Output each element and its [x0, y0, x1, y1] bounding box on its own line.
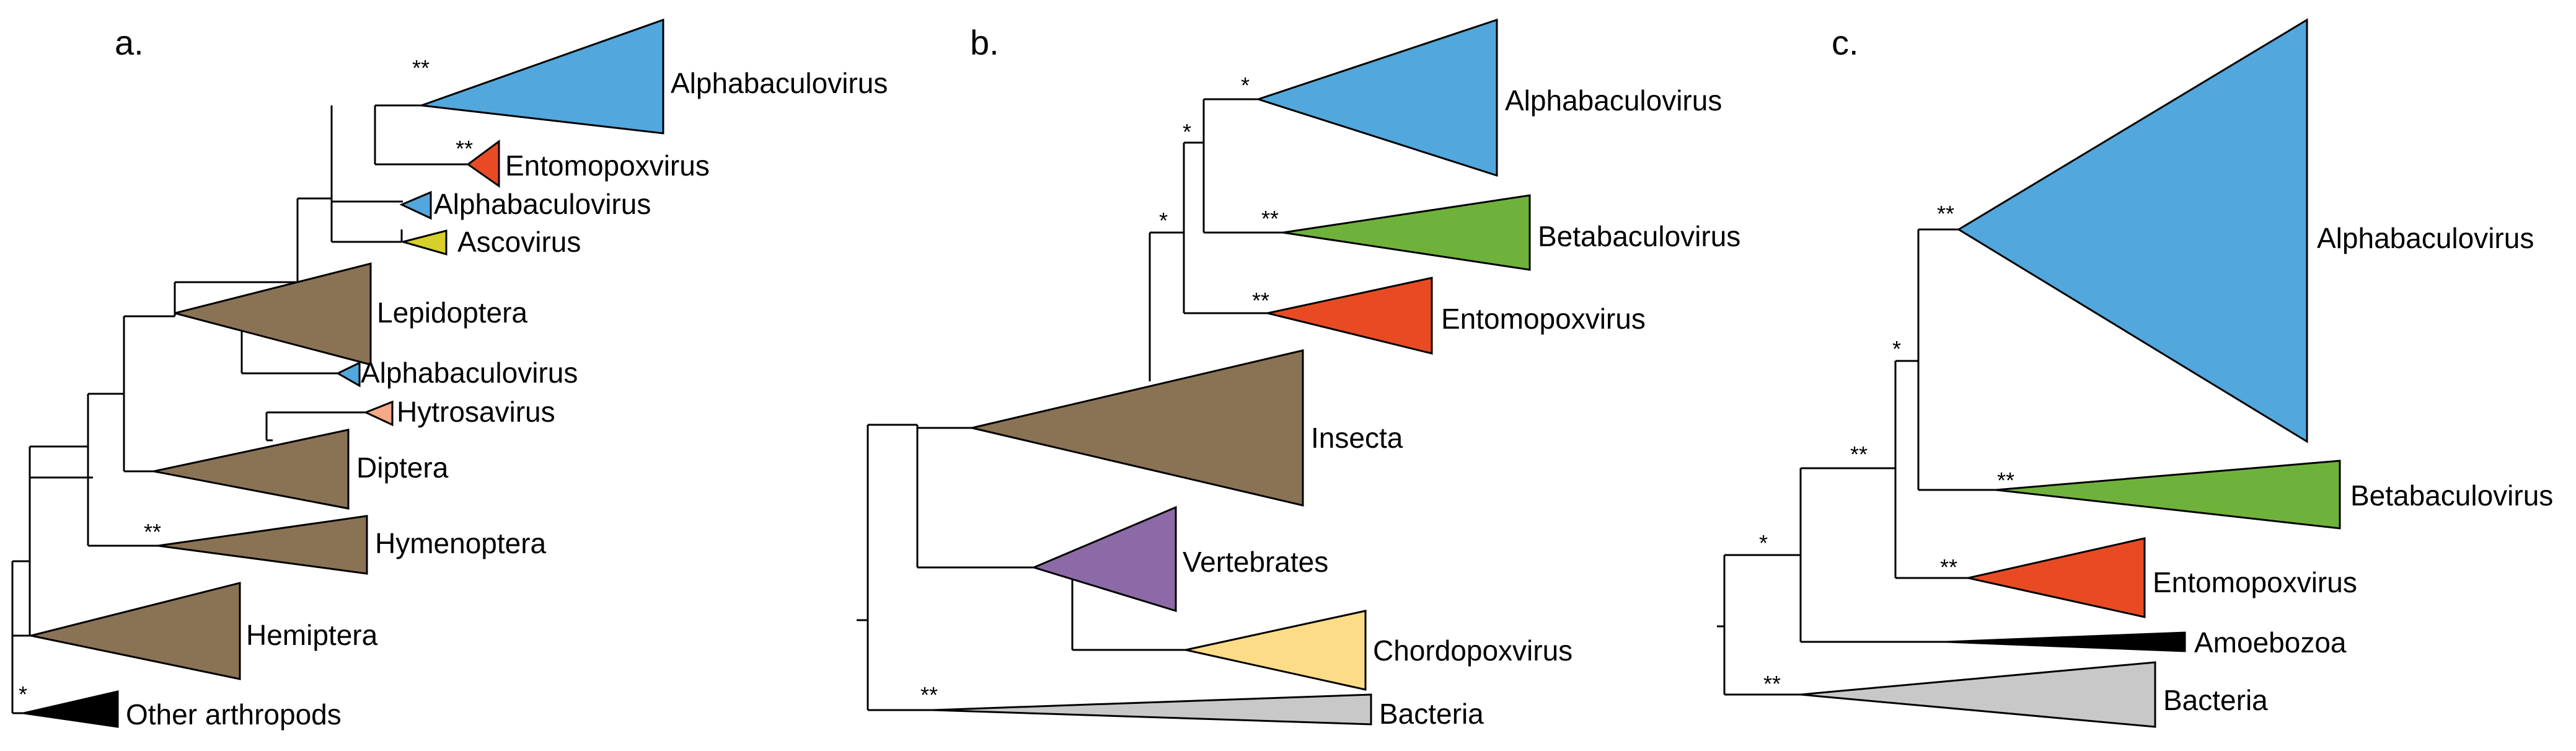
panel-c-support-node-3: * [1759, 530, 1768, 556]
panel-b-label-alphabaculovirus: Alphabaculovirus [1505, 84, 1722, 117]
panel-b-label: b. [970, 23, 999, 62]
panel-c-label-amoebozoa: Amoebozoa [2194, 626, 2347, 659]
panel-c-clade-betabaculovirus [1995, 460, 2341, 530]
panel-b-clade-vertebrates [1031, 505, 1177, 613]
panel-c-clade-amoebozoa [1946, 631, 2186, 652]
panel-a-label-hymenoptera: Hymenoptera [375, 527, 547, 559]
panel-b-label-chordopoxvirus: Chordopoxvirus [1373, 634, 1573, 667]
panel-b-branches [857, 98, 1283, 711]
panel-b-label-vertebrates: Vertebrates [1183, 546, 1328, 578]
panel-a-label-alphabaculovirus-1: Alphabaculovirus [671, 67, 888, 99]
panel-a-support-entomopoxvirus: ** [456, 136, 473, 161]
panel-a: a. ** ** ** * Alphabaculovirus Entomopox… [11, 18, 888, 731]
panel-b-label-bacteria: Bacteria [1379, 698, 1484, 730]
panel-a-support-alphabaculovirus: ** [412, 55, 430, 81]
panel-c-support-entomopoxvirus: ** [1940, 554, 1957, 580]
panel-c-support-node-1: * [1892, 336, 1901, 362]
panel-a-clade-alphabaculovirus-2 [399, 190, 432, 220]
panel-c-label-alphabaculovirus: Alphabaculovirus [2317, 222, 2534, 254]
panel-c: c. ** * ** * ** ** ** Alphabaculovirus B… [1717, 18, 2553, 728]
panel-b-clade-insecta [971, 349, 1304, 507]
panel-b-label-betabaculovirus: Betabaculovirus [1538, 220, 1740, 252]
panel-b-clade-bacteria [932, 693, 1372, 726]
panel-a-label-lepidoptera: Lepidoptera [377, 296, 527, 329]
panel-a-clade-hytrosavirus [363, 400, 394, 427]
panel-c-clade-entomopoxvirus [1967, 537, 2146, 618]
panel-b-clade-entomopoxvirus [1267, 277, 1433, 355]
panel-b-support-node-1: * [1183, 119, 1191, 144]
panel-c-label-bacteria: Bacteria [2163, 684, 2268, 716]
panel-a-label: a. [115, 23, 144, 62]
panel-b-support-bacteria: ** [920, 682, 938, 708]
panel-b-support-alphabaculovirus: * [1241, 73, 1250, 98]
panel-a-clade-entomopoxvirus [466, 140, 500, 188]
panel-c-label-betabaculovirus: Betabaculovirus [2350, 479, 2553, 512]
panel-a-clade-lepidoptera [174, 262, 372, 366]
panel-c-support-node-2: ** [1850, 442, 1868, 467]
panel-a-label-hytrosavirus: Hytrosavirus [397, 396, 555, 428]
panel-a-clade-alphabaculovirus-3 [335, 361, 361, 388]
panel-b-clade-alphabaculovirus [1255, 18, 1498, 177]
panel-c-support-bacteria: ** [1763, 671, 1781, 696]
panel-a-clade-diptera [153, 429, 350, 510]
panel-c-support-betabaculovirus: ** [1997, 468, 2014, 493]
panel-b-label-entomopoxvirus: Entomopoxvirus [1441, 303, 1646, 335]
panel-b-label-insecta: Insecta [1311, 422, 1403, 454]
panel-a-clade-ascovirus [399, 229, 448, 256]
panel-b-support-node-2: * [1159, 208, 1168, 233]
panel-c-clade-alphabaculovirus [1957, 18, 2308, 443]
panel-c-support-alphabaculovirus: ** [1937, 201, 1954, 226]
panel-a-clade-hemiptera [30, 582, 241, 680]
panel-c-label: c. [1832, 23, 1859, 62]
panel-a-clade-hymenoptera [157, 515, 368, 575]
panel-a-label-diptera: Diptera [356, 451, 449, 484]
panel-a-label-alphabaculovirus-2: Alphabaculovirus [434, 188, 651, 220]
panel-b-clade-betabaculovirus [1282, 194, 1531, 271]
panel-a-branches [11, 104, 468, 714]
panel-a-clade-other-arthropods [23, 690, 119, 728]
panel-a-label-alphabaculovirus-3: Alphabaculovirus [361, 357, 578, 389]
panel-a-label-hemiptera: Hemiptera [246, 619, 378, 651]
panel-a-clade-alphabaculovirus-1 [421, 18, 664, 135]
panel-a-label-entomopoxvirus: Entomopoxvirus [505, 149, 710, 182]
panel-c-branches [1717, 228, 1996, 696]
panel-a-label-other-arthropods: Other arthropods [126, 698, 342, 731]
panel-c-clade-bacteria [1800, 661, 2156, 728]
panel-b-clade-chordopoxvirus [1185, 610, 1367, 691]
panel-a-label-ascovirus: Ascovirus [457, 226, 581, 258]
panel-b-support-entomopoxvirus: ** [1252, 288, 1269, 313]
panel-b-support-betabaculovirus: ** [1261, 206, 1279, 231]
panel-a-support-other-arthropods: * [19, 682, 27, 707]
panel-a-support-hymenoptera: ** [144, 519, 161, 544]
panel-c-label-entomopoxvirus: Entomopoxvirus [2153, 566, 2357, 598]
panel-b: b. * * * ** ** ** Alphabaculovirus Betab… [857, 18, 1740, 730]
